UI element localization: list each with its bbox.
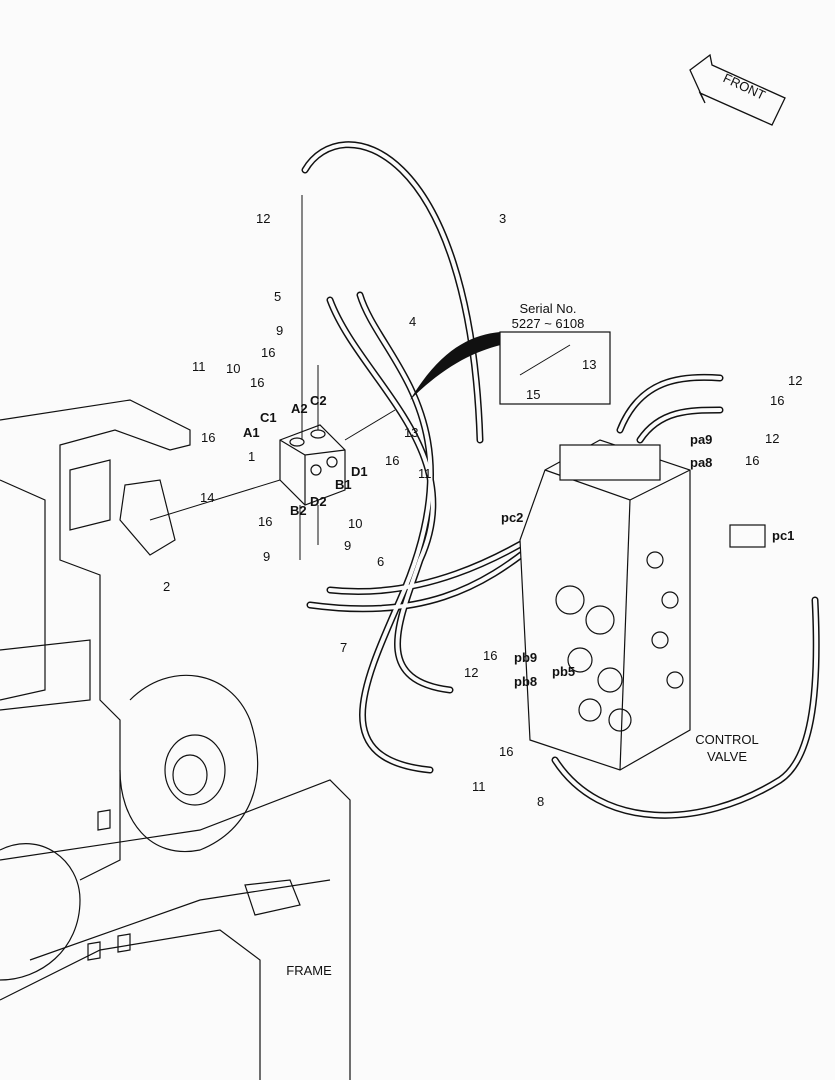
part-number-label: 12 — [256, 211, 270, 226]
serial-title: Serial No. — [519, 301, 576, 316]
part-number-label: 10 — [348, 516, 362, 531]
part-number-label: 16 — [201, 430, 215, 445]
port-label: B1 — [335, 477, 352, 492]
serial-range: 5227 ~ 6108 — [512, 316, 585, 331]
part-number-label: 16 — [770, 393, 784, 408]
part-number-label: 16 — [250, 375, 264, 390]
port-label: pc1 — [772, 528, 794, 543]
part-number-label: 14 — [200, 490, 214, 505]
part-number-label: 16 — [258, 514, 272, 529]
port-label: pb8 — [514, 674, 537, 689]
serial-box-text: Serial No. 5227 ~ 6108 13 15 — [512, 301, 597, 402]
part-number-label: 9 — [263, 549, 270, 564]
port-label: B2 — [290, 503, 307, 518]
part-number-label: 6 — [377, 554, 384, 569]
part-number-label: 16 — [745, 453, 759, 468]
control-valve — [519, 439, 766, 771]
front-arrow: FRONT — [689, 53, 786, 126]
port-label: pb5 — [552, 664, 575, 679]
serial-number-box — [499, 331, 611, 405]
part-number-label: 12 — [765, 431, 779, 446]
port-label: C1 — [260, 410, 277, 425]
frame-outline — [0, 399, 351, 1080]
part-number-label: 16 — [261, 345, 275, 360]
part-number-label: 4 — [409, 314, 416, 329]
frame-label: FRAME — [286, 963, 332, 978]
part-number-label: 8 — [537, 794, 544, 809]
part-number-label: 10 — [226, 361, 240, 376]
part-number-label: 16 — [483, 648, 497, 663]
port-label: pc2 — [501, 510, 523, 525]
serial-part-13: 13 — [582, 357, 596, 372]
part-number-label: 12 — [788, 373, 802, 388]
part-number-label: 2 — [163, 579, 170, 594]
part-number-label: 9 — [344, 538, 351, 553]
part-number-label: 3 — [499, 211, 506, 226]
serial-part-15: 15 — [526, 387, 540, 402]
part-number-label: 11 — [418, 466, 432, 481]
part-number-label: 5 — [274, 289, 281, 304]
port-label: D1 — [351, 464, 368, 479]
part-number-label: 9 — [276, 323, 283, 338]
part-number-label: 16 — [499, 744, 513, 759]
part-number-label: 1 — [248, 449, 255, 464]
port-label: A2 — [291, 401, 308, 416]
port-label: D2 — [310, 494, 327, 509]
part-number-label: 12 — [464, 665, 478, 680]
port-label: pa8 — [690, 455, 712, 470]
part-number-label: 11 — [192, 359, 206, 374]
control-valve-label-2: VALVE — [707, 749, 747, 764]
part-number-label: 16 — [385, 453, 399, 468]
front-arrow-icon — [689, 53, 786, 126]
port-label: pa9 — [690, 432, 712, 447]
part-number-label: 11 — [472, 779, 486, 794]
leader-lines — [149, 195, 571, 560]
control-valve-label-1: CONTROL — [695, 732, 759, 747]
port-label: C2 — [310, 393, 327, 408]
port-label: pb9 — [514, 650, 537, 665]
port-label: A1 — [243, 425, 260, 440]
part-number-label: 13 — [404, 425, 418, 440]
part-number-label: 7 — [340, 640, 347, 655]
manifold-block — [279, 424, 346, 506]
